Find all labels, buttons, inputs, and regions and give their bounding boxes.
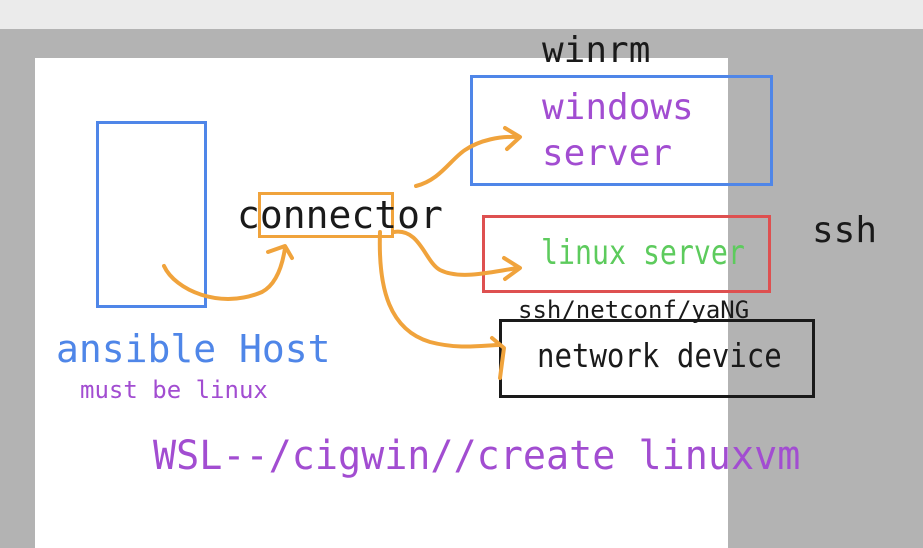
winrm-label: winrm xyxy=(542,30,651,71)
windows-server-box xyxy=(470,75,773,186)
ansible-host-box xyxy=(96,121,207,308)
network-device-label: network device xyxy=(537,336,782,375)
windows-server-label-line1: windows xyxy=(542,87,694,128)
ssh-netconf-label: ssh/netconf/yaNG xyxy=(518,296,750,324)
wsl-note-label: WSL--/cigwin//create linuxvm xyxy=(153,433,801,479)
ssh-label: ssh xyxy=(812,210,878,251)
ansible-host-label: ansible Host xyxy=(56,327,331,371)
connector-label: connector xyxy=(237,193,443,237)
windows-server-label-line2: server xyxy=(542,133,673,174)
connector-box xyxy=(258,192,394,238)
linux-server-label: linux server xyxy=(541,233,745,273)
must-be-linux-label: must be linux xyxy=(80,376,268,404)
